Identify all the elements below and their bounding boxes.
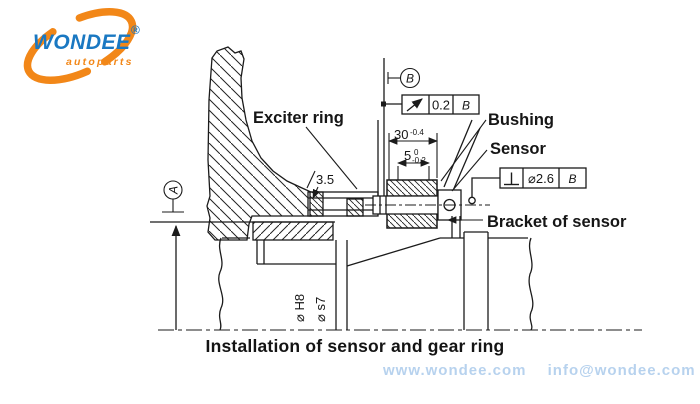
fit-shaft-text: ⌀ s7: [313, 297, 328, 322]
registered-trademark-icon: ®: [131, 23, 140, 37]
bracket-arm: [377, 58, 481, 196]
label-sensor: Sensor: [490, 140, 547, 158]
footer-email: info@wondee.com: [547, 362, 696, 379]
dim-depth-value: 5: [404, 148, 411, 163]
leader-lines: [305, 119, 488, 224]
footer-watermark: www.wondee.com info@wondee.com: [383, 362, 696, 379]
gear-ring-seat: [252, 221, 334, 241]
datum-b-letter: B: [406, 72, 414, 86]
perpendicularity-datum-ref: B: [568, 172, 576, 186]
logo-swoosh-icon: [23, 8, 137, 84]
label-exciter-ring: Exciter ring: [253, 109, 344, 127]
dim-ring-width-tolerance: -0.4: [410, 128, 424, 137]
logo-subtitle: autoparts: [66, 56, 134, 68]
gap-leader: [312, 186, 320, 199]
break-line-left: [218, 237, 224, 331]
wheel-hub-section: [206, 46, 312, 241]
dim-depth-tolerance-upper: 0: [414, 148, 419, 157]
wondee-logo: WONDEE autoparts ®: [8, 4, 163, 90]
dim-gap-value: 3.5: [316, 172, 334, 187]
axle-structure: [218, 231, 534, 331]
perpendicularity-icon: [504, 172, 519, 186]
footer-website: www.wondee.com: [383, 362, 527, 379]
dim-ring-width-value: 30: [394, 127, 408, 142]
dim-depth-tolerance-lower: -0.2: [412, 156, 426, 165]
fit-hole-text: ⌀ H8: [292, 294, 307, 322]
datum-a-symbol: [162, 180, 184, 213]
label-bushing: Bushing: [488, 111, 554, 129]
runout-frame: [381, 94, 480, 115]
drawing-caption: Installation of sensor and gear ring: [205, 336, 505, 356]
datum-a-letter: A: [167, 186, 181, 195]
break-line-right: [528, 237, 534, 331]
logo-brand: WONDEE: [33, 31, 131, 54]
perpendicularity-value: ⌀2.6: [528, 171, 554, 186]
exciter-ring-band: [307, 191, 379, 217]
runout-value: 0.2: [432, 98, 450, 113]
dim-30-lines: [388, 133, 438, 180]
bracket-rib: [463, 231, 489, 330]
gap-leader-slash: [306, 170, 316, 189]
exciter-ring-leader: [305, 126, 358, 190]
label-bracket-of-sensor: Bracket of sensor: [487, 213, 627, 231]
sensor-leader: [451, 149, 488, 192]
datum-b-symbol: [387, 67, 421, 89]
runout-datum-ref: B: [462, 99, 470, 113]
circular-runout-icon: [406, 98, 423, 112]
perpendicularity-frame: [468, 167, 587, 205]
bushing-leader: [440, 119, 487, 182]
